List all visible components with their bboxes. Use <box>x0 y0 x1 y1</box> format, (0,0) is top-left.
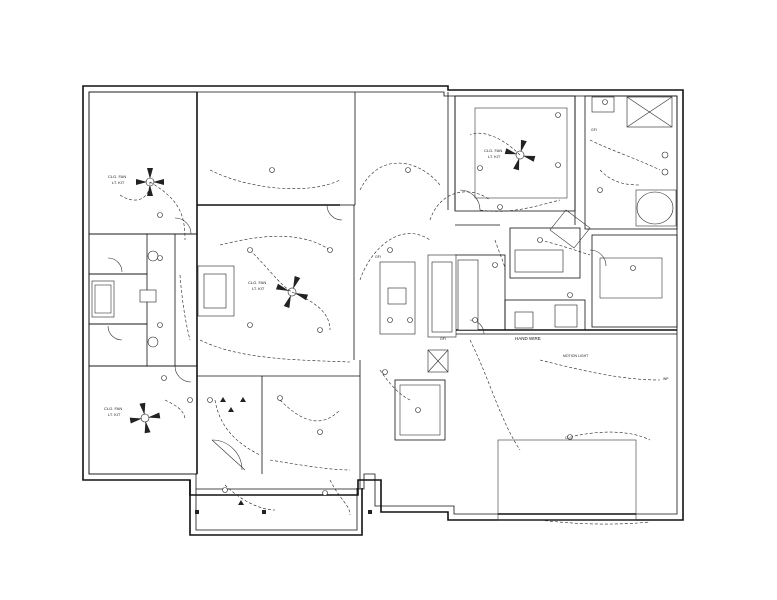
fan-label-text: CLG. FAN <box>104 406 122 411</box>
gfi-label-kitchen: GFI <box>440 337 446 341</box>
fan-label-master: CLG. FAN LT. KIT <box>484 148 502 159</box>
fan-label-great-room: CLG. FAN LT. KIT <box>248 280 266 291</box>
fan-label-text: CLG. FAN <box>248 280 266 285</box>
wp-label: WP <box>663 377 669 381</box>
light-fixtures <box>157 99 669 514</box>
ceiling-fan-bedroom3-icon <box>129 402 161 434</box>
interior-walls <box>88 91 678 521</box>
gfi-label-bath: GFI <box>591 128 597 132</box>
door-swings <box>107 189 607 471</box>
motion-light-label: MOTION LIGHT <box>563 354 589 358</box>
fan-label-subtext: LT. KIT <box>252 286 265 291</box>
fan-label-bedroom3: CLG. FAN LT. KIT <box>104 406 122 417</box>
ceiling-fan-great-room-icon <box>275 275 309 309</box>
fan-label-subtext: LT. KIT <box>488 154 501 159</box>
fan-label-subtext: LT. KIT <box>112 180 125 185</box>
electrical-wiring <box>119 132 661 525</box>
fan-label-bedroom2: CLG. FAN LT. KIT <box>108 174 126 185</box>
fan-label-text: CLG. FAN <box>484 148 502 153</box>
fan-label-text: CLG. FAN <box>108 174 126 179</box>
fan-label-subtext: LT. KIT <box>108 412 121 417</box>
hand-wire-label: HAND WIRE <box>515 336 541 341</box>
garage-clg-label: CLG <box>565 436 572 440</box>
gfi-label-island: GFI <box>375 255 381 259</box>
